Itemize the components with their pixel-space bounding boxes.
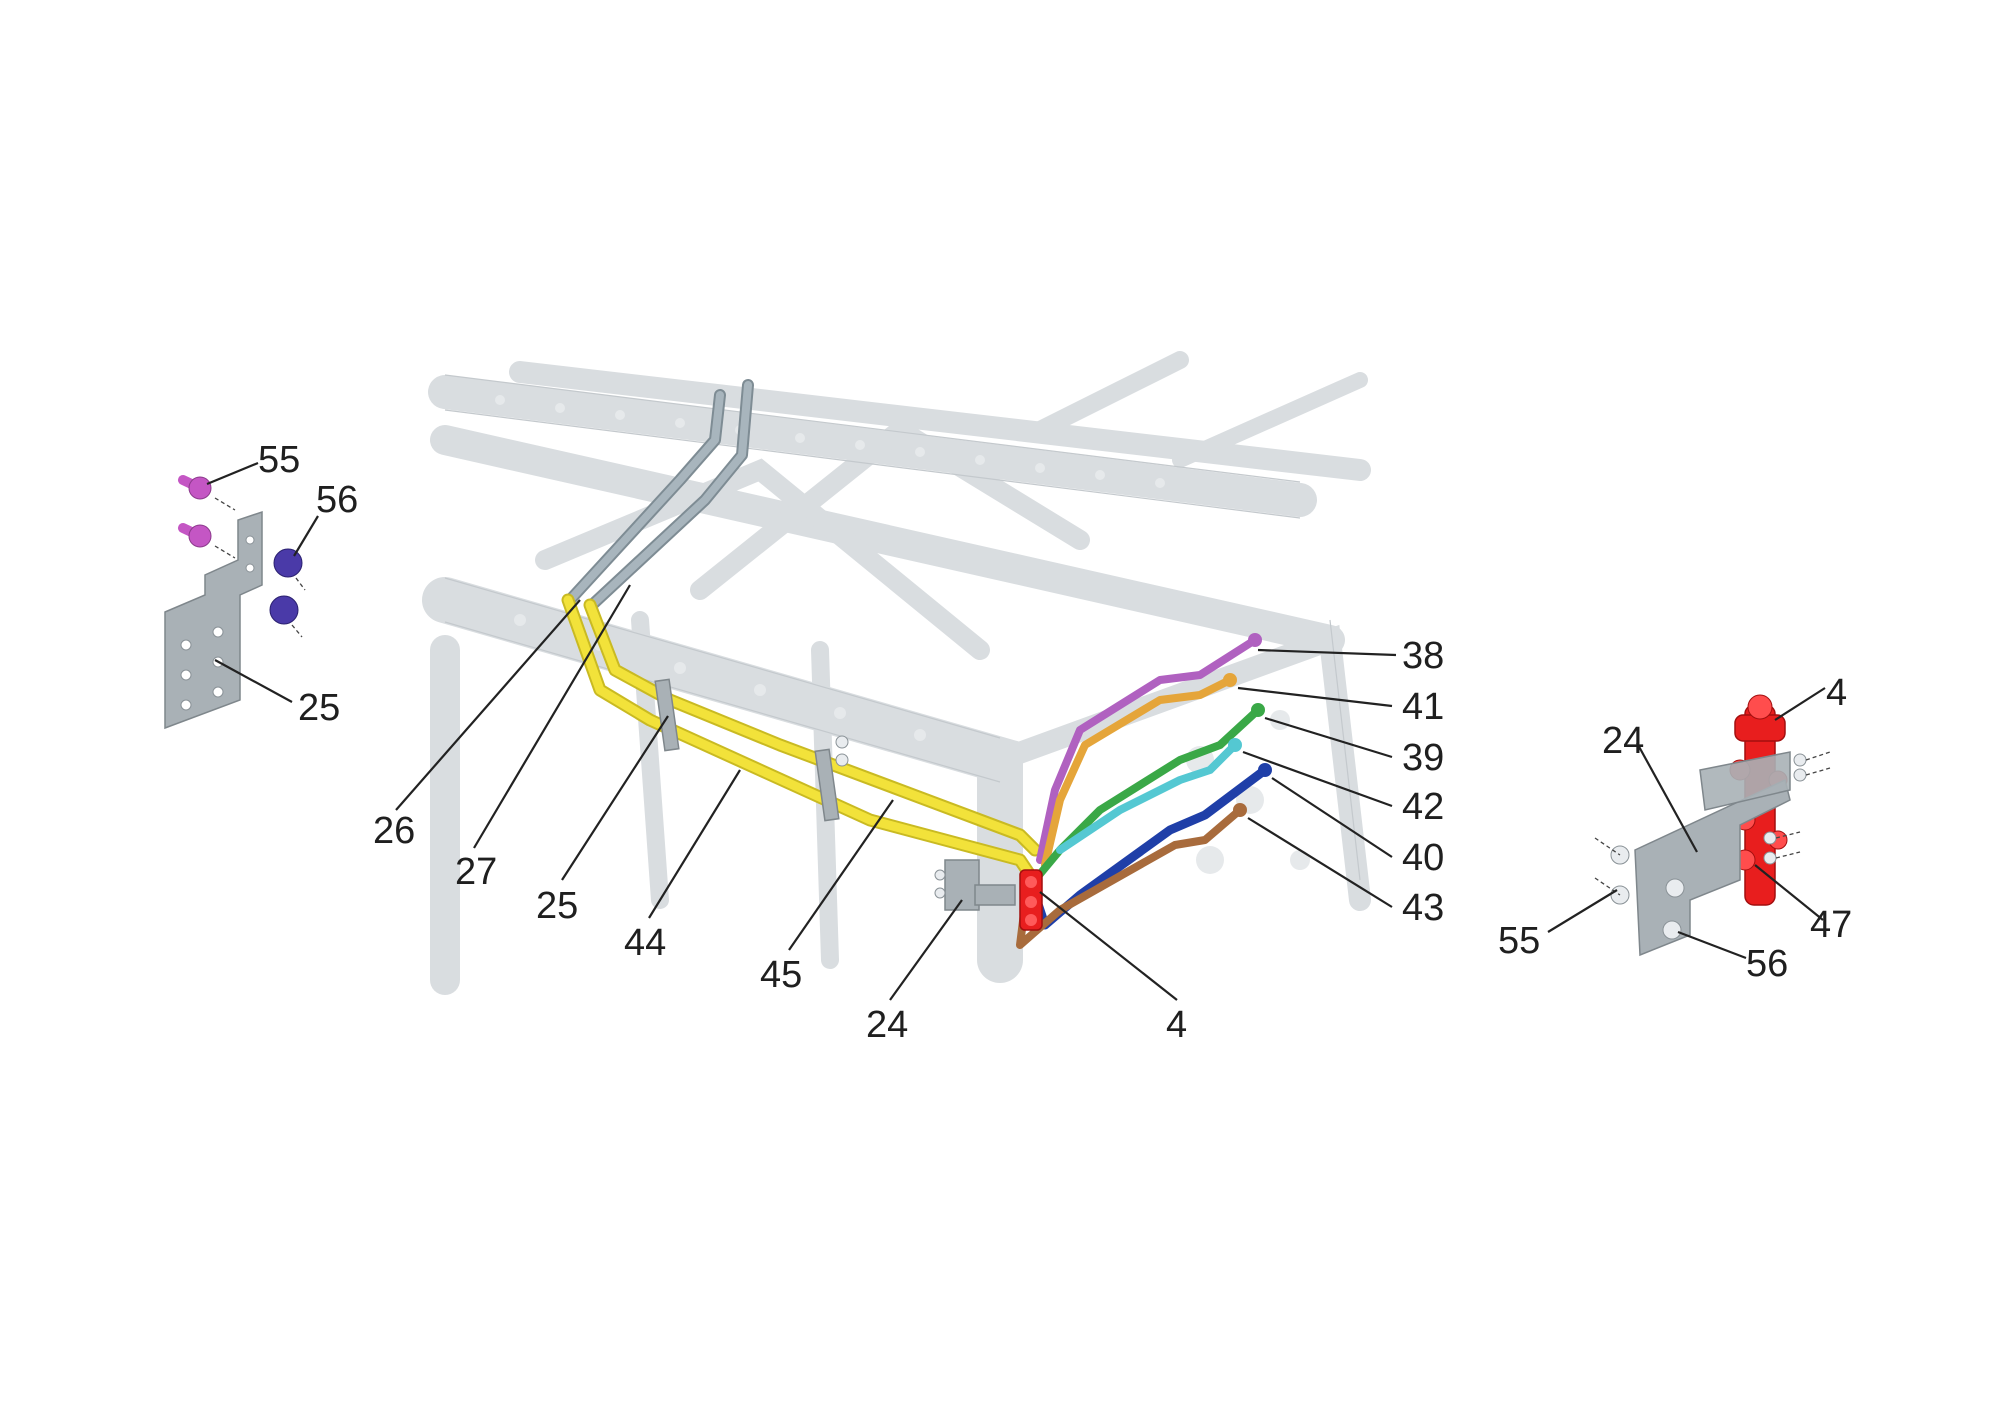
left-detail <box>164 475 306 730</box>
tube-39 <box>1031 706 1262 884</box>
tube-43 <box>1016 806 1244 949</box>
clip-bracket-mid <box>814 735 849 822</box>
callout-45: 45 <box>760 954 802 996</box>
callouts-left: 55 56 25 <box>258 439 358 729</box>
callout-25-left: 25 <box>298 687 340 729</box>
callout-44: 44 <box>624 922 666 964</box>
callout-38: 38 <box>1402 635 1444 677</box>
nut-56-right <box>1662 751 1831 940</box>
mount-bracket-24 <box>934 859 1016 911</box>
bolt-55-detail <box>178 475 236 559</box>
clip-bracket-25 <box>654 678 680 752</box>
callout-24: 24 <box>866 1004 908 1046</box>
callout-24-right: 24 <box>1602 720 1644 762</box>
leader-lines <box>206 461 1826 1001</box>
callout-40: 40 <box>1402 837 1444 879</box>
callout-25: 25 <box>536 885 578 927</box>
callout-4-right: 4 <box>1826 672 1847 714</box>
callout-4: 4 <box>1166 1004 1187 1046</box>
valve-block-4 <box>1019 869 1043 931</box>
callout-41: 41 <box>1402 686 1444 728</box>
tube-42 <box>1056 741 1239 854</box>
callout-26: 26 <box>373 810 415 852</box>
tube-38 <box>1036 636 1259 864</box>
tube-assembly <box>561 379 1272 949</box>
callout-42: 42 <box>1402 786 1444 828</box>
callout-56-left: 56 <box>316 479 358 521</box>
callout-55-left: 55 <box>258 439 300 481</box>
nut-56-detail <box>269 548 306 638</box>
callout-56-right: 56 <box>1746 943 1788 985</box>
callout-39: 39 <box>1402 737 1444 779</box>
right-detail <box>1594 694 1831 957</box>
callout-27: 27 <box>455 851 497 893</box>
callout-55-right: 55 <box>1498 920 1540 962</box>
callouts-right: 4 24 47 55 56 <box>1498 672 1852 985</box>
callout-43: 43 <box>1402 887 1444 929</box>
bracket-25-detail <box>164 510 263 730</box>
callouts-main: 26 27 25 44 45 24 4 38 41 39 42 40 43 <box>373 635 1444 1046</box>
callout-47-right: 47 <box>1810 904 1852 946</box>
tube-41 <box>1041 676 1234 869</box>
